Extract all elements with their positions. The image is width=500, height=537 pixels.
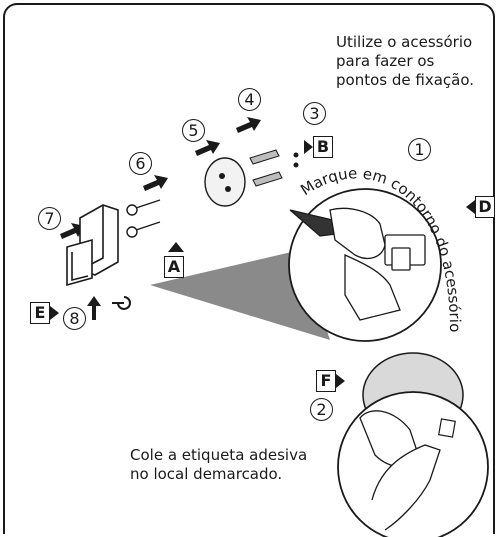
label-e-text: E <box>30 302 50 324</box>
label-d-pointer-icon <box>466 200 475 214</box>
label-f-text: F <box>316 370 336 392</box>
arrow-up-8-icon <box>87 296 101 320</box>
step-2-badge: 2 <box>310 398 333 421</box>
step-7-badge: 7 <box>38 207 61 230</box>
label-d: D <box>466 196 495 218</box>
arrow-6-icon <box>143 175 168 191</box>
step-5-badge: 5 <box>182 119 205 142</box>
step-8-badge: 8 <box>63 307 86 330</box>
screws-icon <box>126 199 161 238</box>
wall-plugs-icon <box>249 149 299 187</box>
label-d-text: D <box>475 196 495 218</box>
sheet-frame <box>3 3 495 534</box>
label-a-text: A <box>164 256 184 278</box>
hand-marking-icon <box>289 207 426 321</box>
label-e: E <box>30 302 59 324</box>
label-b: B <box>304 136 333 158</box>
label-e-pointer-icon <box>50 306 59 320</box>
label-a: A <box>164 256 184 278</box>
fixing-note: Utilize o acessório para fazer os pontos… <box>336 33 475 89</box>
callout-cone <box>150 250 330 340</box>
hook-accessory-icon <box>66 204 119 287</box>
label-f-pointer-icon <box>336 374 345 388</box>
label-pointer-a <box>168 242 184 252</box>
sticker-application-group <box>337 352 489 537</box>
step-6-badge: 6 <box>129 152 152 175</box>
label-b-text: B <box>313 136 333 158</box>
step-4-badge: 4 <box>238 88 261 111</box>
assembly-arrows <box>60 117 261 320</box>
label-b-pointer-icon <box>304 140 313 154</box>
arrow-7-icon <box>60 223 85 239</box>
arrow-5-icon <box>195 140 220 156</box>
rotate-icon <box>117 296 131 310</box>
label-f: F <box>316 370 345 392</box>
arrow-4-icon <box>236 117 261 133</box>
step-1-badge: 1 <box>408 138 431 161</box>
step-3-badge: 3 <box>303 102 326 125</box>
sticker-note: Cole a etiqueta adesiva no local demarca… <box>130 446 308 483</box>
base-plate-icon <box>204 157 246 207</box>
